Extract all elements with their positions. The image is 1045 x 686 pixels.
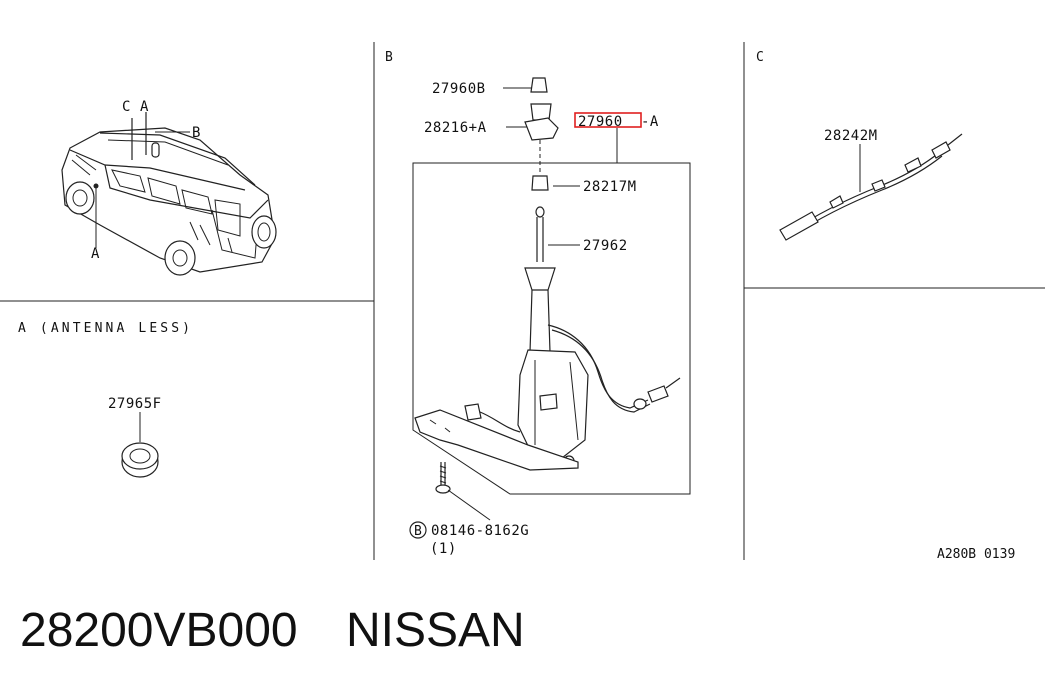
highlight-box-27960 [574, 112, 642, 128]
section-a-title: A (ANTENNA LESS) [18, 321, 190, 336]
label-28217m: 28217M [583, 179, 637, 195]
label-27960b: 27960B [432, 81, 486, 97]
label-27965f: 27965F [108, 396, 162, 412]
callout-b: B [192, 125, 201, 141]
bolt-circle-icon [409, 521, 427, 539]
label-27960-suffix: -A [641, 114, 659, 130]
callout-a-top: A [140, 99, 149, 115]
section-c-title: C [756, 50, 764, 65]
grommet-27965f [121, 442, 159, 478]
vehicle-illustration [61, 112, 277, 276]
footer-brand: NISSAN [346, 604, 525, 657]
label-28216a: 28216+A [424, 120, 487, 136]
label-28242m: 28242M [824, 128, 878, 144]
diagram-reference: A280B 0139 [937, 547, 1015, 562]
label-08146-8162g: 08146-8162G [431, 523, 529, 539]
section-dividers [0, 42, 1045, 560]
label-27962: 27962 [583, 238, 628, 254]
bolt-circle-letter: B [414, 524, 422, 539]
label-27960-code: 27960 [578, 114, 623, 130]
assembly-frame [412, 162, 691, 495]
callout-a-bottom: A [91, 246, 100, 262]
section-b-title: B [385, 50, 393, 65]
footer-part-number: 28200VB000 [20, 604, 298, 657]
antenna-motor-assembly [414, 217, 681, 471]
label-bolt-qty: (1) [430, 541, 457, 557]
antenna-top-parts [524, 77, 559, 218]
callout-c: C [122, 99, 131, 115]
bolt-08146 [435, 462, 491, 521]
antenna-feeder-cable [779, 133, 963, 241]
